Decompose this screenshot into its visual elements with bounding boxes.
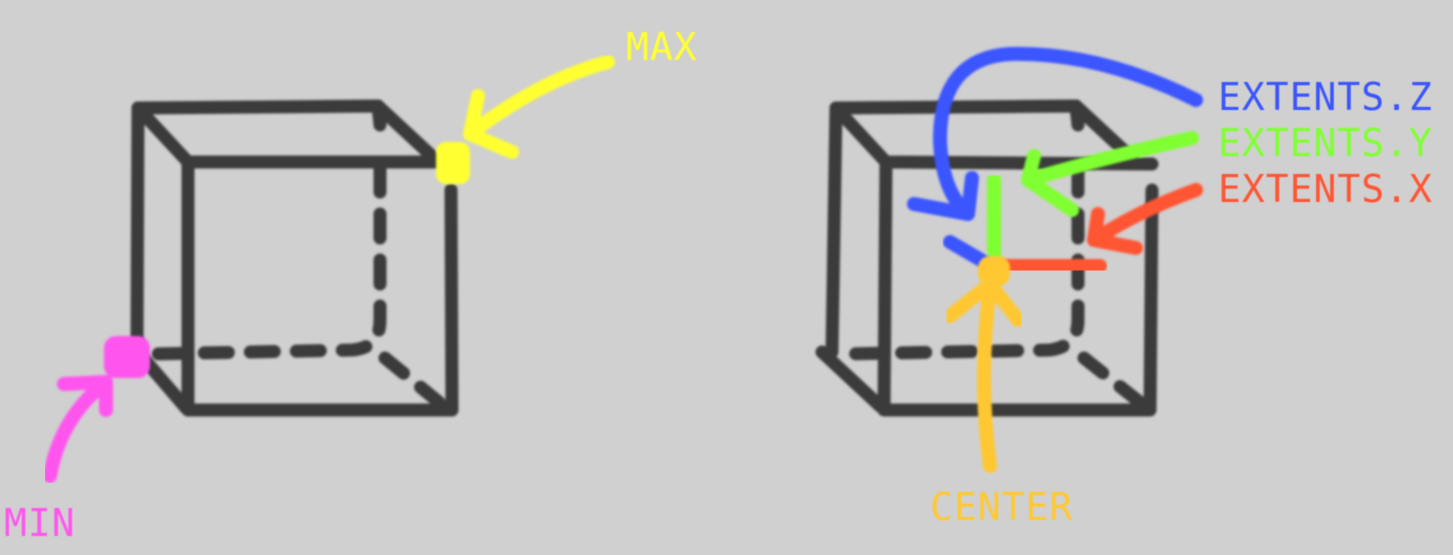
min-marker <box>43 336 150 483</box>
extents-arrows <box>907 46 1203 255</box>
right-cube-front-face <box>877 155 1159 417</box>
center-label: CENTER <box>930 485 1074 529</box>
extents-x-label: EXTENTS.X <box>1218 167 1433 211</box>
extents-y-arrow <box>1021 131 1199 217</box>
left-cube-hidden-edges <box>143 161 453 415</box>
extents-x-arrow <box>1087 183 1203 255</box>
right-cube-bottom-left-edge <box>815 345 887 413</box>
max-marker <box>436 55 615 184</box>
left-cube-top-edges <box>131 99 455 169</box>
max-point <box>436 142 470 184</box>
extents-z-label: EXTENTS.Z <box>1218 75 1433 119</box>
center-marker <box>943 256 1025 473</box>
min-label: MIN <box>4 501 76 545</box>
right-cube-hidden-edges <box>833 161 1149 411</box>
max-arrow <box>463 55 615 159</box>
min-point <box>104 336 150 378</box>
left-cube-front-face <box>181 155 459 417</box>
min-arrow <box>43 375 113 483</box>
extents-z-arrow <box>907 46 1203 221</box>
right-cube <box>815 99 1159 417</box>
max-label: MAX <box>626 25 698 69</box>
left-cube <box>130 99 459 417</box>
extents-y-label: EXTENTS.Y <box>1218 121 1433 165</box>
center-arrow <box>943 277 1025 473</box>
